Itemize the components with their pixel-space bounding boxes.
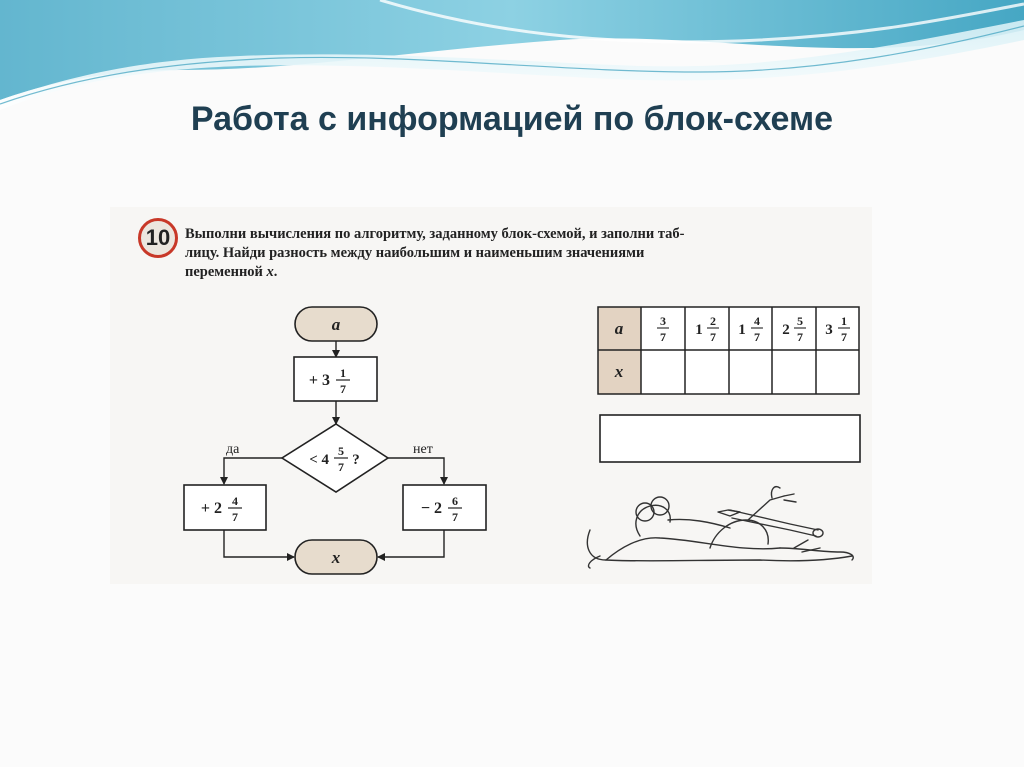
- flowchart-step-yes-num: 4: [232, 494, 238, 508]
- flowchart-step-yes-den: 7: [232, 510, 238, 524]
- table-header-cell-x: [598, 350, 641, 394]
- exercise-text-end: .: [273, 264, 278, 280]
- exercise-text-line: переменной x.: [185, 263, 865, 282]
- flowchart-step-add-sign: + 3: [309, 372, 330, 389]
- table-a-value-whole: 3: [825, 322, 833, 338]
- table-a-value-whole: 1: [738, 322, 746, 338]
- table-a-value-den: 7: [710, 330, 716, 344]
- table-a-value-den: 7: [660, 330, 666, 344]
- flowchart-yes-label: да: [226, 442, 240, 457]
- table-row-label-x: x: [614, 362, 624, 381]
- flowchart-step-add: [293, 356, 378, 402]
- flowchart-step-no: [402, 484, 487, 531]
- exercise-text-line: лицу. Найди разность между наибольшим и …: [185, 245, 645, 261]
- wave-decoration: [0, 0, 1024, 110]
- flowchart-step-no-num: 6: [452, 494, 458, 508]
- exercise-text-line: Выполни вычисления по алгоритму, заданно…: [185, 226, 685, 242]
- flowchart-start-label: a: [332, 315, 341, 334]
- exercise-text-line3: переменной: [185, 264, 263, 280]
- flowchart-step-add-den: 7: [340, 382, 346, 396]
- table-a-value-num: 4: [754, 314, 760, 328]
- exercise-number-badge: 10: [138, 218, 178, 258]
- answer-box[interactable]: [599, 414, 861, 463]
- table-header-cell-a: [598, 307, 641, 350]
- table-a-value-num: 5: [797, 314, 803, 328]
- flowchart-condition-den: 7: [338, 460, 344, 474]
- flowchart-start-terminal: [294, 306, 378, 342]
- table-a-value-num: 3: [660, 314, 666, 328]
- flowchart-step-no-sign: − 2: [421, 500, 442, 517]
- flowchart-end-label: x: [331, 548, 341, 567]
- flowchart-step-add-num: 1: [340, 366, 346, 380]
- exercise-text: Выполни вычисления по алгоритму, заданно…: [185, 225, 865, 282]
- slide-title: Работа с информацией по блок-схеме: [190, 100, 834, 138]
- table-a-value-whole: 2: [782, 322, 790, 338]
- table-a-value-num: 1: [841, 314, 847, 328]
- table-a-value-whole: 1: [695, 322, 703, 338]
- flowchart-end-terminal: [294, 539, 378, 575]
- flowchart-condition-num: 5: [338, 444, 344, 458]
- flowchart-step-no-den: 7: [452, 510, 458, 524]
- flowchart-condition-sign: < 4: [309, 452, 329, 468]
- exercise-variable-x: x: [266, 264, 274, 280]
- table-a-value-num: 2: [710, 314, 716, 328]
- flowchart-condition-question: ?: [352, 452, 360, 468]
- flowchart-step-yes: [183, 484, 267, 531]
- table-a-value-den: 7: [841, 330, 847, 344]
- flowchart-no-label: нет: [413, 442, 433, 457]
- table-a-value-den: 7: [754, 330, 760, 344]
- flowchart-step-yes-sign: + 2: [201, 500, 222, 517]
- table-row-label-a: a: [615, 319, 624, 338]
- table-a-value-den: 7: [797, 330, 803, 344]
